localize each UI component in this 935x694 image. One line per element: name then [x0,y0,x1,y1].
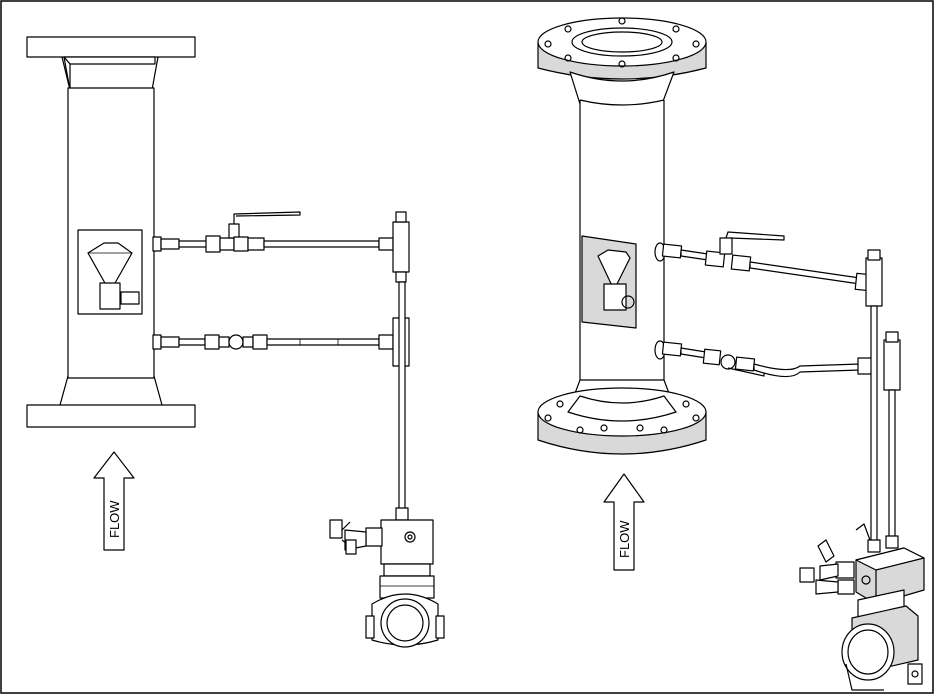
left-upper-impulse-line [152,211,410,283]
left-lower-valve [228,334,244,350]
right-transmitter [841,589,923,691]
left-vertical-tube [398,281,406,511]
right-lower-impulse-line [654,331,901,391]
right-upper-impulse-line [654,231,883,307]
left-flow-arrow: FLOW [93,451,135,551]
right-valve-manifold [799,523,925,605]
left-flow-label: FLOW [107,500,122,538]
left-transmitter [365,563,445,648]
left-lower-impulse-line [152,317,410,367]
left-bottom-flange [26,404,196,428]
right-lower-valve [720,354,736,370]
right-flow-label: FLOW [617,520,632,558]
right-vertical-tube-high [870,305,878,547]
left-valve-manifold [329,519,434,565]
left-flowmeter-assembly: FLOW [26,36,445,648]
right-upper-valve-handle [725,231,785,241]
left-top-flange [26,36,196,58]
right-flowmeter-assembly: FLOW [537,17,925,691]
right-flow-arrow: FLOW [603,473,645,571]
left-upper-valve-handle [233,211,301,224]
right-vertical-tube-low [888,389,896,543]
